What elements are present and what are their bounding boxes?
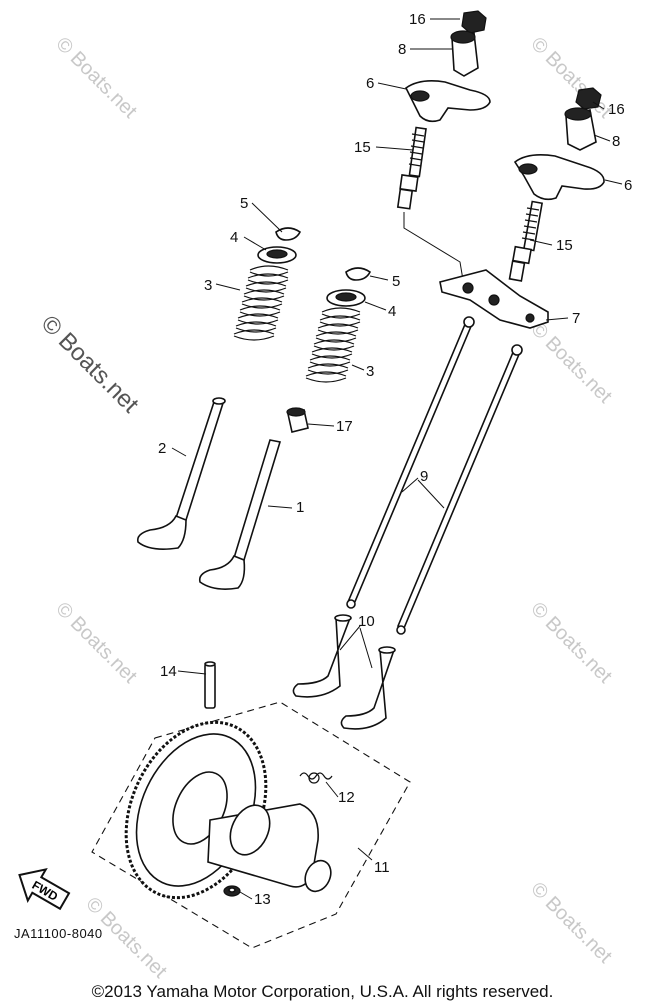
part-1-valve-middle	[198, 439, 282, 590]
part-3-spring-left	[233, 265, 289, 341]
label-4-middle: 4	[388, 303, 396, 320]
label-3-left: 3	[204, 277, 212, 294]
label-5-middle: 5	[392, 273, 400, 290]
diagram-code: JA11100-8040	[14, 926, 103, 941]
label-8-upper: 8	[398, 41, 406, 58]
part-6-rocker-upper	[404, 80, 491, 123]
part-12-spring	[299, 772, 333, 784]
label-7: 7	[572, 310, 580, 327]
label-2: 2	[158, 440, 166, 457]
part-9-push-rod-left	[346, 316, 475, 609]
watermark-text: © Boats.net	[526, 318, 616, 408]
label-1: 1	[296, 499, 304, 516]
watermark-text-large: © Boats.net	[36, 310, 144, 418]
leader-lines	[171, 18, 623, 900]
part-5-cotter-middle	[345, 267, 372, 281]
label-13: 13	[254, 891, 271, 908]
label-9: 9	[420, 468, 428, 485]
watermark-text: © Boats.net	[51, 33, 141, 123]
label-6-upper: 6	[366, 75, 374, 92]
copyright-notice: ©2013 Yamaha Motor Corporation, U.S.A. A…	[91, 982, 554, 1001]
watermark-text: © Boats.net	[526, 598, 616, 688]
part-7-guide-plate	[439, 269, 549, 329]
part-17-valve-seal	[286, 407, 309, 433]
label-10: 10	[358, 613, 375, 630]
part-4-retainer-left	[257, 246, 297, 264]
label-17: 17	[336, 418, 353, 435]
part-13-washer	[223, 885, 241, 897]
part-2-valve-left	[136, 397, 226, 550]
watermark-text: © Boats.net	[526, 878, 616, 968]
part-labels: 16 8 6 15 16 8 6 15 5 4 3 5 4 3 7 17 2 1…	[158, 11, 632, 908]
part-8-cap-right	[564, 107, 597, 151]
label-8-right: 8	[612, 133, 620, 150]
label-15-upper: 15	[354, 139, 371, 156]
part-9-push-rod-right	[396, 344, 523, 635]
assembly-line	[403, 212, 465, 287]
label-12: 12	[338, 789, 355, 806]
label-14: 14	[160, 663, 177, 680]
part-10-tappet-left	[292, 614, 352, 698]
part-15-stud-upper	[396, 126, 427, 210]
part-10-tappet-right	[340, 646, 396, 730]
fwd-arrow-icon: FWD	[18, 867, 71, 911]
label-4-left: 4	[230, 229, 238, 246]
part-15-stud-right	[508, 200, 544, 282]
label-6-right: 6	[624, 177, 632, 194]
part-16-nut-right	[575, 87, 602, 110]
watermark-text: © Boats.net	[51, 598, 141, 688]
part-14-pin	[204, 661, 216, 709]
label-11: 11	[374, 859, 390, 876]
label-3-middle: 3	[366, 363, 374, 380]
part-8-cap-upper	[450, 30, 479, 77]
parts-diagram: © Boats.net © Boats.net © Boats.net © Bo…	[18, 10, 632, 980]
label-16-upper: 16	[409, 11, 426, 28]
part-11-assembly-box	[91, 701, 411, 949]
part-11-camshaft-gear	[124, 720, 332, 900]
label-15-right: 15	[556, 237, 573, 254]
part-4-retainer-middle	[326, 289, 366, 307]
label-5-left: 5	[240, 195, 248, 212]
label-16-right: 16	[608, 101, 625, 118]
part-5-cotter-left	[275, 227, 302, 241]
part-16-nut-upper	[461, 10, 487, 34]
part-3-spring-middle	[305, 307, 361, 383]
part-6-rocker-right	[513, 154, 605, 201]
